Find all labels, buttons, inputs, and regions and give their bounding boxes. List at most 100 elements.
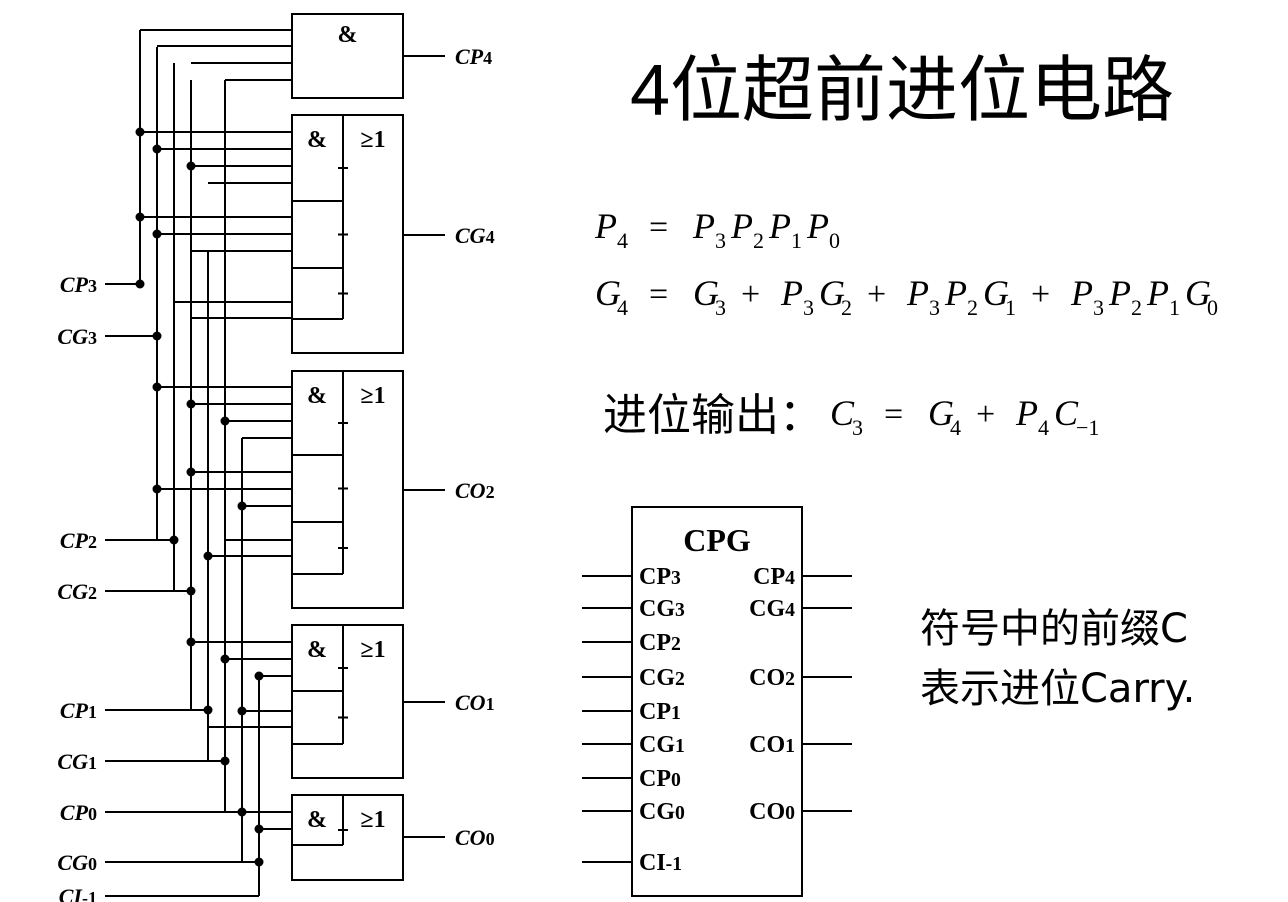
note-line-1: 符号中的前缀C [920,606,1188,652]
cpg-pin-label: CG2 [639,665,685,691]
cpg-pin-label: CP0 [639,766,681,792]
input-label: CI-1 [59,884,97,902]
and-symbol: & [307,127,327,153]
eq-variable: G [928,393,954,433]
eq-subscript: 1 [1169,295,1180,320]
junction-dot [152,331,162,341]
junction-dot [135,279,145,289]
junction-dot [152,229,162,239]
eq-plus: + [741,276,760,313]
junction-dot [254,824,264,834]
cpg-pin-label: CG4 [749,596,795,622]
eq-plus: + [867,276,886,313]
eq-subscript: 1 [791,228,802,253]
eq-equals: = [884,396,903,433]
eq-subscript: 3 [715,228,726,253]
junction-dot [186,161,196,171]
eq-subscript: 3 [803,295,814,320]
eq-subscript: 0 [829,228,840,253]
page-title: 4位超前进位电路 [630,51,1174,131]
cpg-pin-label: CP2 [639,630,681,656]
input-label: CP1 [60,698,97,723]
cpg-pin-label: CG3 [639,596,685,622]
junction-dot [186,399,196,409]
and-symbol: & [307,637,327,663]
eq-lhs: C [830,393,855,433]
cpg-pin-label: CP3 [639,564,681,590]
eq-lhs: G [595,273,621,313]
junction-dot [152,484,162,494]
output-label: CG4 [455,223,495,248]
eq-subscript: 0 [1207,295,1218,320]
eq-subscript: 2 [1131,295,1142,320]
output-label: CP4 [455,44,492,69]
cpg-pin-label: CP1 [639,699,681,725]
input-label: CP0 [60,800,97,825]
eq-subscript: −1 [1076,415,1099,440]
eq-subscript: 4 [617,295,628,320]
input-label: CG2 [57,579,97,604]
eq-variable: P [906,273,929,313]
eq-subscript: 2 [841,295,852,320]
eq-subscript: 1 [1005,295,1016,320]
eq-variable: P [1108,273,1131,313]
input-label: CP3 [60,272,97,297]
or-symbol: ≥1 [360,807,385,833]
junction-dot [152,144,162,154]
and-symbol: & [307,383,327,409]
note-line-2: 表示进位Carry. [920,666,1195,712]
eq-subscript: 4 [617,228,628,253]
eq-variable: P [692,206,715,246]
eq-subscript: 3 [929,295,940,320]
junction-dot [186,586,196,596]
junction-dot [135,127,145,137]
eq-equals: = [649,209,668,246]
input-label: CG3 [57,324,97,349]
and-symbol: & [307,807,327,833]
cpg-title: CPG [683,522,751,558]
cpg-pin-label: CG0 [639,799,685,825]
eq-equals: = [649,276,668,313]
eq-subscript: 2 [753,228,764,253]
cpg-pin-label: CO1 [749,732,795,758]
eq-variable: P [780,273,803,313]
eq-variable: G [693,273,719,313]
cpg-pin-label: CG1 [639,732,685,758]
eq-variable: P [730,206,753,246]
eq-subscript: 4 [950,415,961,440]
or-symbol: ≥1 [360,127,385,153]
cpg-pin-label: CI-1 [639,850,682,876]
input-label: CG1 [57,749,97,774]
output-label: CO0 [455,825,495,850]
eq-subscript: 3 [852,415,863,440]
cpg-box [631,506,803,897]
eq-variable: P [768,206,791,246]
eq-variable: G [983,273,1009,313]
or-symbol: ≥1 [360,637,385,663]
cpg-pin-label: CO2 [749,665,795,691]
eq-variable: P [1070,273,1093,313]
output-label: CO1 [455,690,495,715]
input-label: CG0 [57,850,97,875]
carry-output-label: 进位输出： [603,390,823,441]
junction-dot [186,637,196,647]
output-label: CO2 [455,478,495,503]
eq-variable: P [806,206,829,246]
and-symbol: & [338,22,358,48]
junction-dot [186,467,196,477]
eq-variable: P [1146,273,1169,313]
cpg-pin-label: CO0 [749,799,795,825]
eq-variable: P [1015,393,1038,433]
eq-plus: + [976,396,995,433]
eq-subscript: 3 [715,295,726,320]
eq-variable: P [944,273,967,313]
eq-subscript: 3 [1093,295,1104,320]
or-symbol: ≥1 [360,383,385,409]
eq-variable: C [1054,393,1079,433]
cpg-pin-label: CP4 [753,564,795,590]
carry-lookahead-circuit: CP3CG3CP2CG2CP1CG1CP0CG0CI-1&CP4&≥1CG4&≥… [57,13,495,902]
input-label: CP2 [60,528,97,553]
junction-dot [135,212,145,222]
